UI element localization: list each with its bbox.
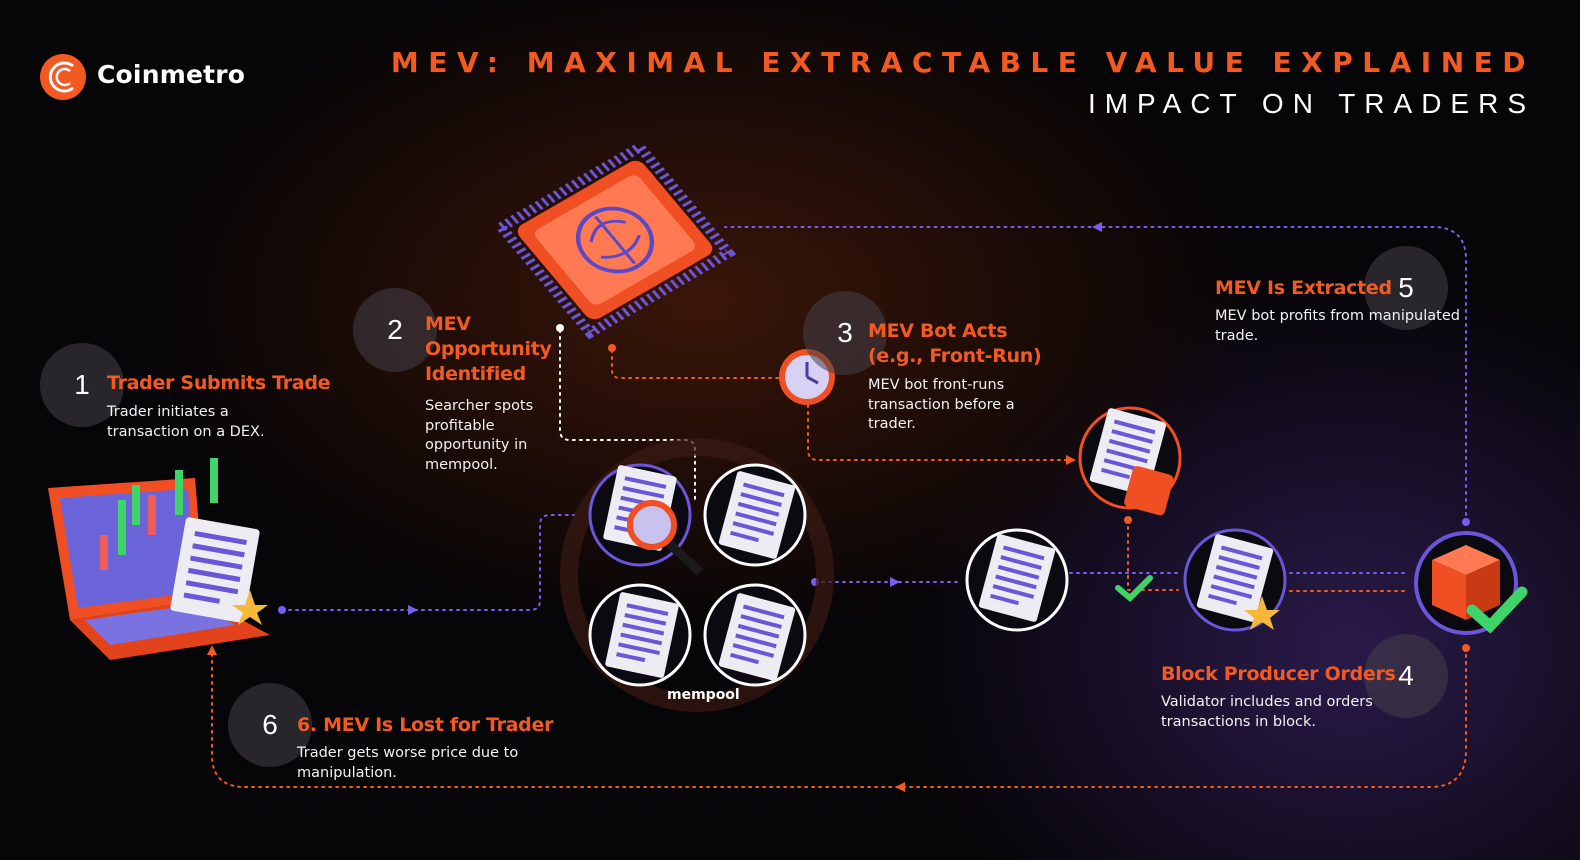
ai-chip-icon — [493, 140, 737, 340]
step-3-title-line: (e.g., Front-Run) — [868, 345, 1042, 367]
step-3-desc: MEV bot front-runs transaction before a … — [868, 377, 1015, 432]
block-cube-icon — [1414, 531, 1528, 635]
step-3-number: 3 — [803, 291, 887, 375]
brand-name: Coinmetro — [97, 60, 246, 89]
magnifier-icon — [627, 500, 704, 576]
mempool-icon — [560, 438, 834, 712]
mempool-label: mempool — [667, 687, 740, 703]
step-6-number: 6 — [228, 683, 312, 767]
step-1-desc: Trader initiates a transaction on a DEX. — [107, 404, 265, 440]
step-5-number: 5 — [1364, 246, 1448, 330]
step-1-number: 1 — [40, 343, 124, 427]
clock-icon — [779, 349, 835, 405]
step-4-number: 4 — [1364, 634, 1448, 718]
step-4-desc: Validator includes and orders transactio… — [1161, 694, 1373, 730]
step-2-title: MEV Opportunity Identified — [425, 312, 552, 387]
step-6-desc: Trader gets worse price due to manipulat… — [297, 745, 519, 781]
step-2-desc: Searcher spots profitable opportunity in… — [425, 398, 534, 473]
step-3-title-line: MEV Bot Acts — [868, 320, 1008, 342]
step-2-title-line: Opportunity — [425, 338, 552, 360]
page-subtitle: IMPACT ON TRADERS — [1087, 88, 1535, 119]
step-2-title-line: MEV — [425, 313, 471, 335]
step-4-title: Block Producer Orders — [1161, 663, 1396, 685]
transaction-documents — [965, 405, 1287, 632]
flow-lines — [211, 226, 1467, 788]
laptop-trading-icon — [48, 458, 270, 660]
step-5-desc: MEV bot profits from manipulated trade. — [1215, 308, 1460, 344]
step-2-title-line: Identified — [425, 363, 526, 385]
step-5-title: MEV Is Extracted — [1215, 277, 1392, 299]
step-3-title: MEV Bot Acts (e.g., Front-Run) — [868, 319, 1042, 369]
step-6-title: 6. MEV Is Lost for Trader — [297, 714, 554, 736]
step-2-number: 2 — [353, 288, 437, 372]
page-title: MEV: MAXIMAL EXTRACTABLE VALUE EXPLAINED — [390, 46, 1535, 79]
coinmetro-logo-icon — [40, 54, 86, 100]
step-1-title: Trader Submits Trade — [107, 372, 331, 394]
